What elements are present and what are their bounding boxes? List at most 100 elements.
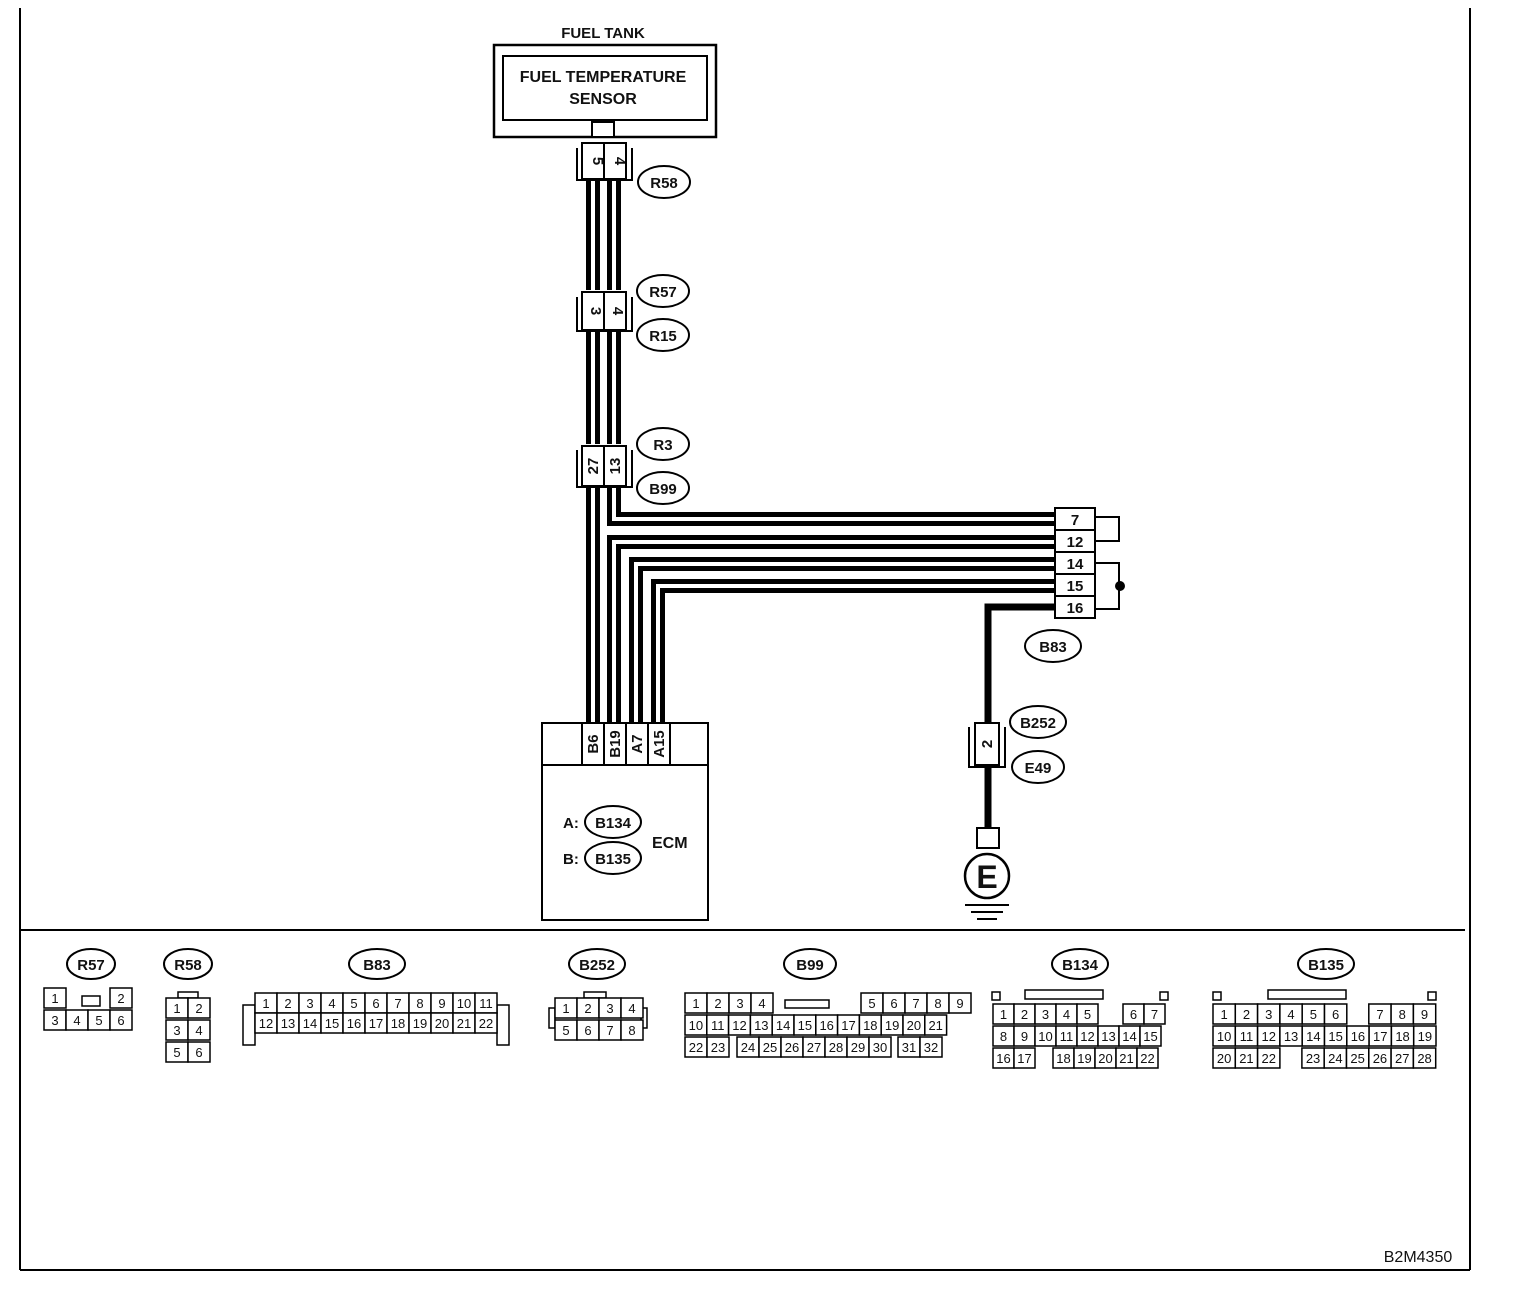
face-b135-key: [1267, 989, 1347, 1000]
face-r57-pin-2: 2: [117, 991, 124, 1006]
face-b99-key: [784, 999, 830, 1009]
face-b134-pin-1: 1: [1000, 1007, 1007, 1022]
face-b134-pin-9: 9: [1021, 1029, 1028, 1044]
face-b83-pin-7: 7: [394, 996, 401, 1011]
face-r57-pin-3: 3: [51, 1013, 58, 1028]
e49-tag: E49: [1025, 760, 1052, 777]
face-b135-cell: [1412, 1003, 1437, 1025]
face-b99-pin-28: 28: [829, 1040, 843, 1055]
face-b135-pin-5: 5: [1310, 1007, 1317, 1022]
face-b135-title-oval: [1297, 948, 1355, 980]
face-r57-pin-6: 6: [117, 1013, 124, 1028]
face-b135-pin-2: 2: [1243, 1007, 1250, 1022]
face-b99-pin-16: 16: [819, 1018, 833, 1033]
ecm-a-label: A:: [563, 815, 579, 832]
face-b252-pin-8: 8: [628, 1023, 635, 1038]
face-r57-cell: [109, 1009, 133, 1031]
face-b99-cell: [948, 992, 972, 1014]
face-b99-pin-7: 7: [912, 996, 919, 1011]
face-b99-pin-25: 25: [763, 1040, 777, 1055]
b83-pin-12: 12: [1067, 534, 1084, 551]
face-b99-pin-22: 22: [689, 1040, 703, 1055]
connector-r3-b99-inline: 27 13 R3 B99: [576, 427, 690, 505]
face-b83-lock-left: [242, 1004, 256, 1046]
face-b135-pin-27: 27: [1395, 1051, 1409, 1066]
face-b135-pin-8: 8: [1399, 1007, 1406, 1022]
face-b99-pin-18: 18: [863, 1018, 877, 1033]
face-b99-pin-29: 29: [851, 1040, 865, 1055]
face-b99-pin-19: 19: [885, 1018, 899, 1033]
face-b99-pin-1: 1: [692, 996, 699, 1011]
face-b252-pin-6: 6: [584, 1023, 591, 1038]
face-r57-pin-5: 5: [95, 1013, 102, 1028]
face-b83-pin-5: 5: [350, 996, 357, 1011]
face-b135-pin-26: 26: [1373, 1051, 1387, 1066]
face-b99-pin-4: 4: [758, 996, 765, 1011]
face-r58-pin-3: 3: [173, 1023, 180, 1038]
face-r58-title-oval: [163, 948, 213, 980]
face-b252-lock-left: [548, 1007, 556, 1029]
face-b99-pin-5: 5: [868, 996, 875, 1011]
face-b252-pin-5: 5: [562, 1023, 569, 1038]
face-b99-pin-31: 31: [902, 1040, 916, 1055]
face-r58-pin-1: 1: [173, 1001, 180, 1016]
sensor-name-line2: SENSOR: [569, 91, 637, 108]
ground-symbol-letter: E: [976, 859, 997, 895]
face-b83-pin-11: 11: [479, 996, 493, 1011]
face-r58-title: R58: [174, 957, 202, 974]
face-b83-pin-22: 22: [479, 1016, 493, 1031]
r15-tag-oval: [636, 318, 690, 352]
ecm-name: ECM: [652, 835, 688, 852]
r58-tag-oval: [637, 165, 691, 199]
face-b135-pin-10: 10: [1217, 1029, 1231, 1044]
face-b252-pin-3: 3: [606, 1001, 613, 1016]
face-b99-cell: [868, 1036, 892, 1058]
r57-tag: R57: [649, 284, 677, 301]
face-b134-pin-21: 21: [1119, 1051, 1133, 1066]
face-b135-pin-19: 19: [1418, 1029, 1432, 1044]
r58-pin-left: 5: [589, 157, 606, 165]
face-b135-pin-21: 21: [1239, 1051, 1253, 1066]
face-b134-pin-17: 17: [1017, 1051, 1031, 1066]
face-b99-pin-15: 15: [798, 1018, 812, 1033]
face-b83-cell: [474, 1012, 498, 1034]
ecm-pin-a7: A7: [629, 734, 646, 753]
face-b135-pin-14: 14: [1306, 1029, 1320, 1044]
face-b134-cell: [1143, 1003, 1166, 1025]
connector-r58-inline: 5 4 R58: [576, 142, 691, 199]
connector-b83: 7 12 14 15 16 B83: [1024, 507, 1125, 663]
face-b134-pin-12: 12: [1080, 1029, 1094, 1044]
fuel-temperature-sensor: FUEL TEMPERATURE SENSOR: [492, 43, 718, 139]
face-b135-lock-right: [1427, 991, 1437, 1001]
face-b83-pin-6: 6: [372, 996, 379, 1011]
face-r57-pin-4: 4: [73, 1013, 80, 1028]
ground-connector-pin: 2: [979, 740, 996, 748]
face-b134-cell: [1136, 1047, 1159, 1069]
connector-r57-r15-inline: 3 4 R57 R15: [576, 274, 690, 352]
face-b134-pin-15: 15: [1143, 1029, 1157, 1044]
face-b99-cell: [706, 1036, 730, 1058]
face-b135-pin-4: 4: [1287, 1007, 1294, 1022]
face-b99-pin-9: 9: [956, 996, 963, 1011]
sensor-name-line1: FUEL TEMPERATURE: [520, 69, 687, 86]
face-b135-cell: [1412, 1025, 1437, 1047]
face-r58-pin-5: 5: [173, 1045, 180, 1060]
face-b83-pin-14: 14: [303, 1016, 317, 1031]
face-b134-pin-10: 10: [1038, 1029, 1052, 1044]
r3-pin-right: 13: [607, 458, 624, 475]
face-b83-pin-18: 18: [391, 1016, 405, 1031]
b83-tag-oval: [1024, 629, 1082, 663]
ecm-b135-tag: B135: [595, 851, 631, 868]
face-b135-pin-28: 28: [1417, 1051, 1431, 1066]
face-b99-pin-13: 13: [754, 1018, 768, 1033]
e49-tag-oval: [1011, 750, 1065, 784]
ecm-pin-b6: B6: [585, 734, 602, 753]
face-b83-title-oval: [348, 948, 406, 980]
face-b99-pin-11: 11: [711, 1018, 725, 1033]
face-b135-pin-24: 24: [1328, 1051, 1342, 1066]
face-r57-title: R57: [77, 957, 105, 974]
face-b99-pin-17: 17: [841, 1018, 855, 1033]
ecm-b135-oval: [584, 841, 642, 875]
face-r57-title-oval: [66, 948, 116, 980]
